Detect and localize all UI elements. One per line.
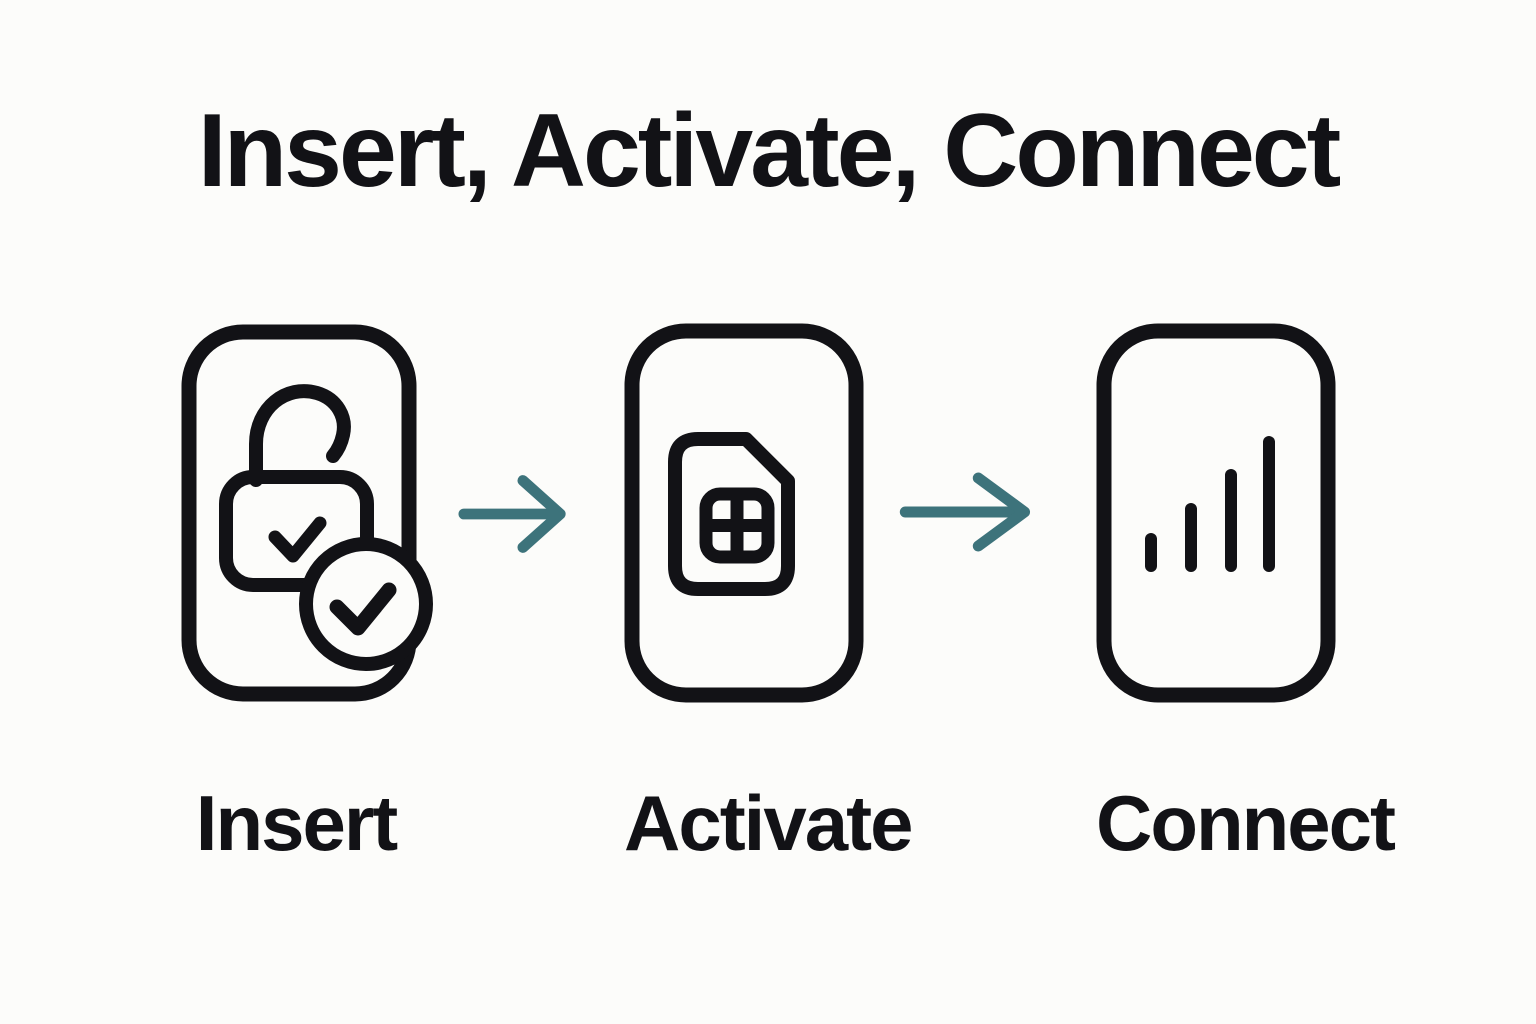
sim-card-outline	[668, 432, 795, 596]
sim-contact-cross	[699, 487, 775, 564]
phone-outline	[181, 324, 417, 702]
padlock-shackle	[249, 384, 351, 487]
arrow-right-icon	[458, 475, 566, 553]
step-label-insert: Insert	[195, 779, 398, 867]
padlock-checkmark	[268, 516, 327, 563]
arrow-head	[517, 475, 566, 553]
check-badge-circle	[299, 537, 433, 671]
step-label-connect: Connect	[1096, 779, 1396, 867]
page-title: Insert, Activate, Connect	[197, 93, 1342, 209]
phone-outline	[624, 323, 864, 703]
phone-signal-bars-icon	[1096, 323, 1336, 703]
phone-unlock-check-icon	[181, 324, 433, 702]
step-label-activate: Activate	[624, 779, 913, 867]
arrow-right-icon	[898, 470, 1044, 554]
badge-checkmark	[329, 582, 397, 636]
padlock-body	[219, 470, 374, 592]
phone-outline	[1096, 323, 1336, 703]
arrow-head	[978, 478, 1024, 546]
phone-sim-card-icon	[624, 323, 864, 703]
